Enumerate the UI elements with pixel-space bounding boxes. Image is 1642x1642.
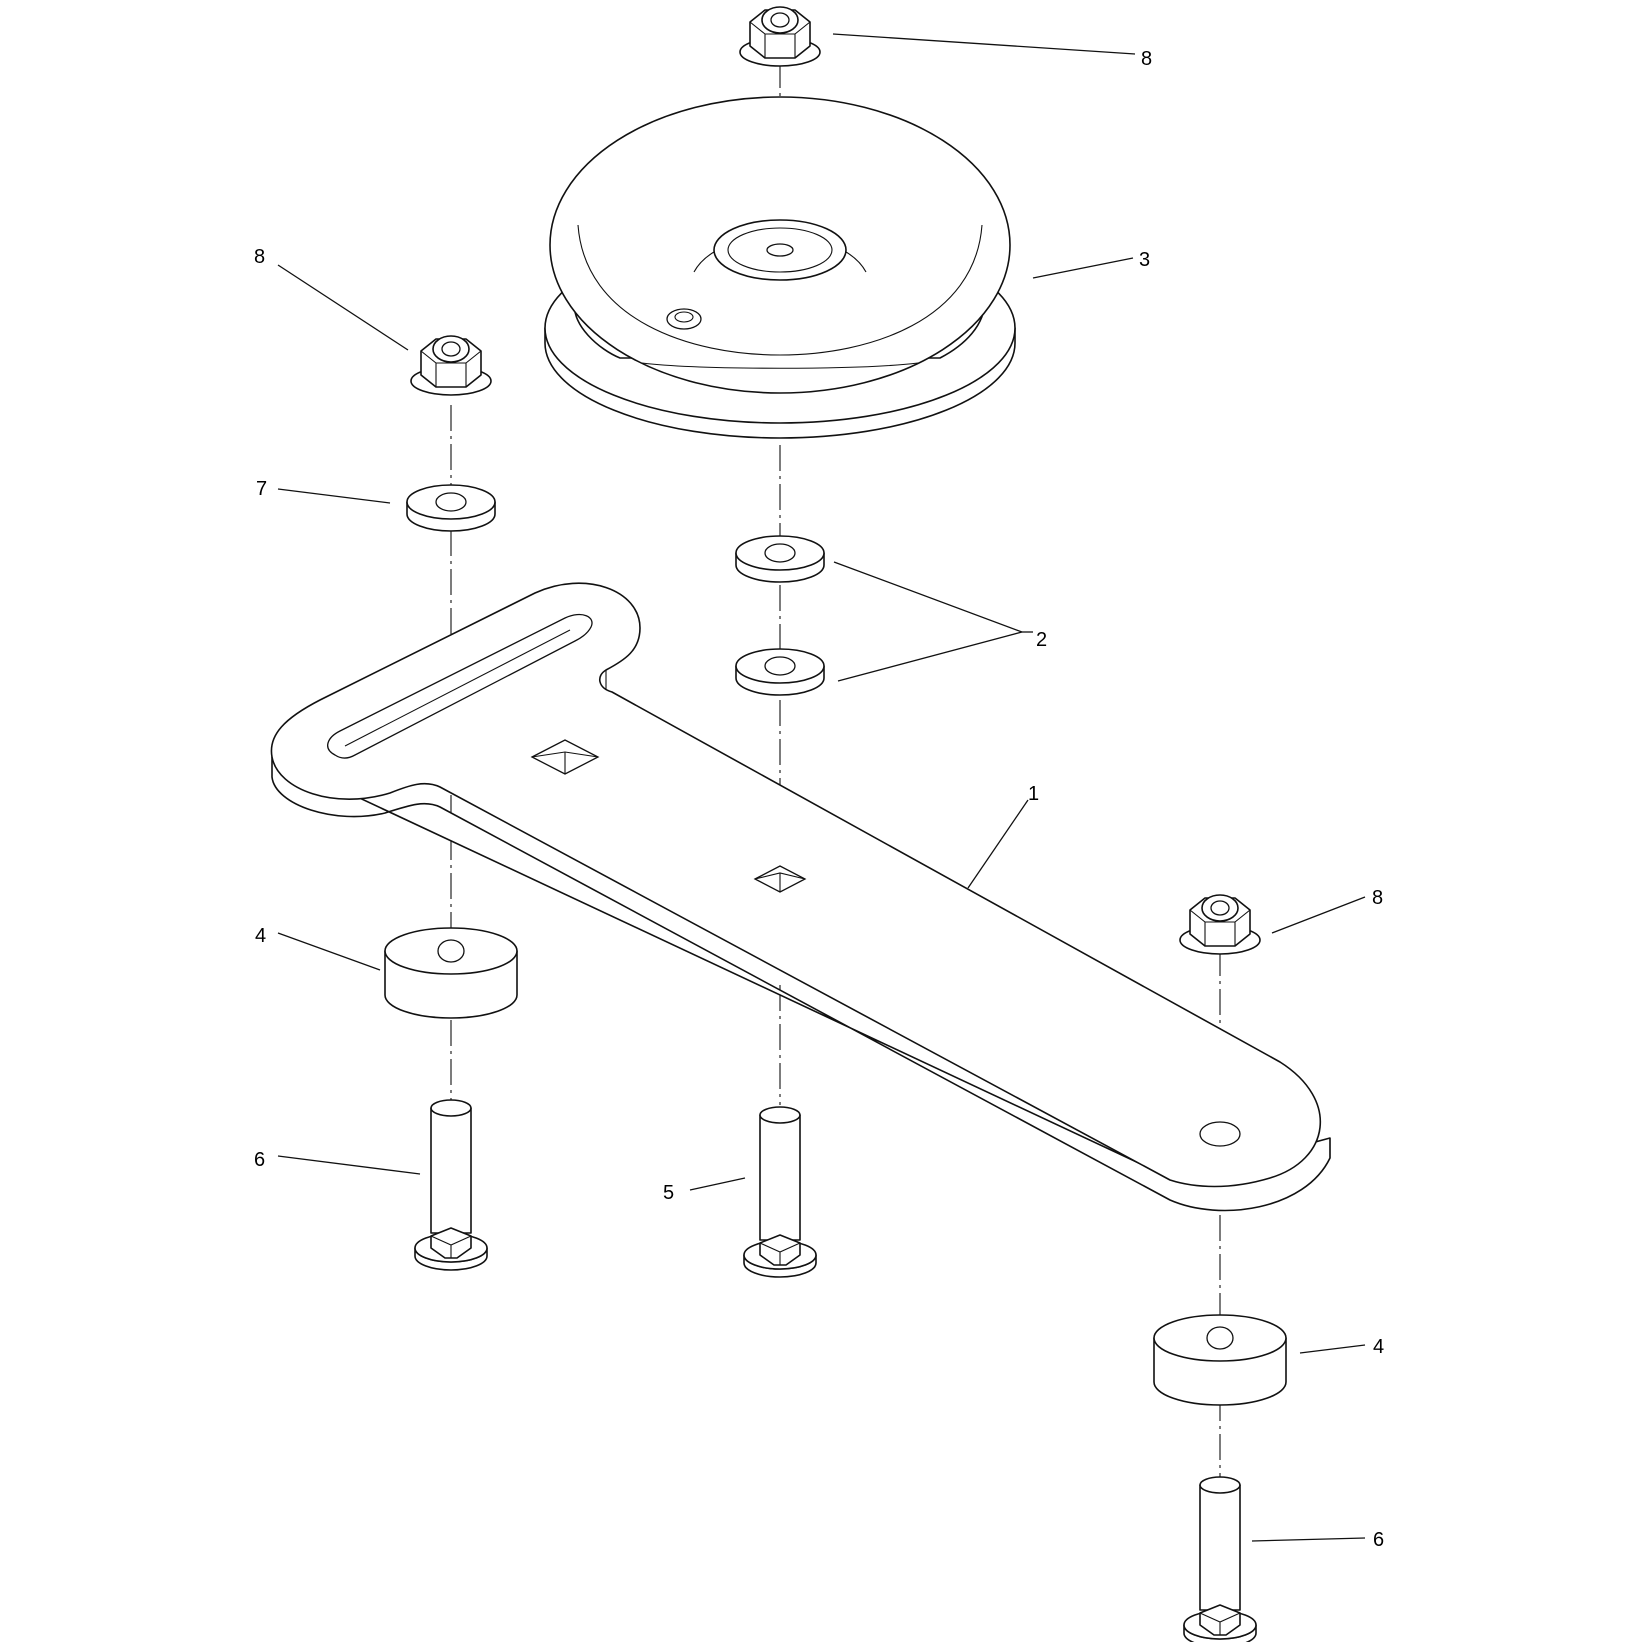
callout-1: 1 bbox=[1028, 783, 1039, 805]
leader-lines bbox=[277, 33, 1366, 1542]
washer-upper bbox=[735, 535, 825, 583]
spacer-right bbox=[1153, 1314, 1287, 1406]
idler-pulley bbox=[544, 96, 1016, 439]
washer-lower bbox=[735, 648, 825, 696]
callout-3: 3 bbox=[1139, 249, 1150, 271]
idler-arm bbox=[270, 582, 1331, 1212]
callout-8-right: 8 bbox=[1372, 887, 1383, 909]
callout-8-top: 8 bbox=[1141, 48, 1152, 70]
callout-5: 5 bbox=[663, 1182, 674, 1204]
callout-labels: 8 3 8 7 2 1 8 4 6 5 4 6 bbox=[254, 48, 1384, 1551]
callout-8-left: 8 bbox=[254, 246, 265, 268]
callout-6-right: 6 bbox=[1373, 1529, 1384, 1551]
flange-nut-top bbox=[739, 6, 821, 67]
washer-left bbox=[406, 484, 496, 532]
callout-4-left: 4 bbox=[255, 925, 266, 947]
spacer-left bbox=[384, 927, 518, 1019]
callout-7: 7 bbox=[256, 478, 267, 500]
carriage-bolt-left bbox=[414, 1099, 488, 1271]
carriage-bolt-center bbox=[743, 1106, 817, 1278]
flange-nut-right bbox=[1179, 894, 1261, 955]
callout-6-left: 6 bbox=[254, 1149, 265, 1171]
carriage-bolt-right bbox=[1183, 1476, 1257, 1642]
callout-2: 2 bbox=[1036, 629, 1047, 651]
callout-4-right: 4 bbox=[1373, 1336, 1384, 1358]
flange-nut-left bbox=[410, 335, 492, 396]
